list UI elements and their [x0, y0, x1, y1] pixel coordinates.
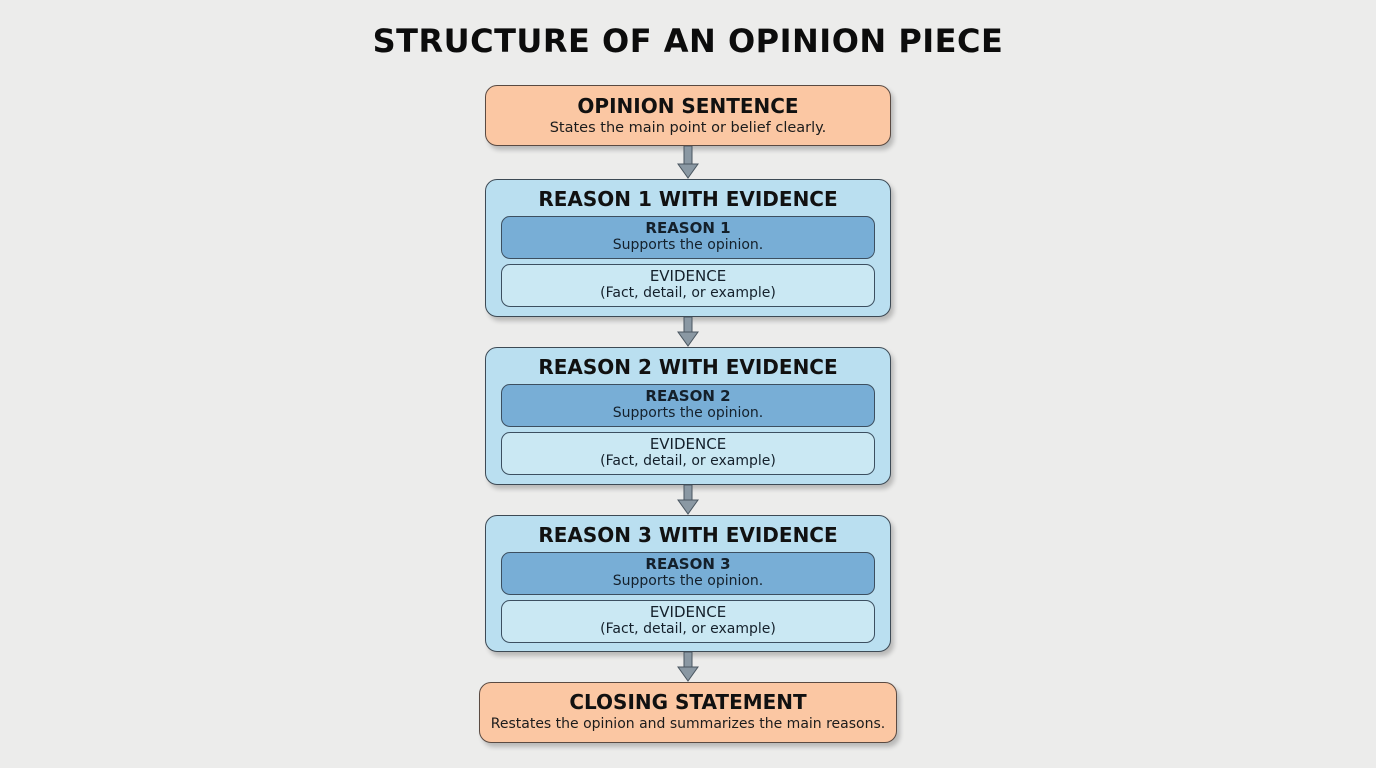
evidence-2-box: EVIDENCE (Fact, detail, or example)	[501, 432, 875, 475]
reason-3-label: REASON 3	[645, 555, 731, 573]
reason-1-group-heading: REASON 1 WITH EVIDENCE	[538, 187, 838, 211]
evidence-2-text: (Fact, detail, or example)	[600, 453, 776, 469]
opinion-description: States the main point or belief clearly.	[549, 120, 827, 136]
closing-description: Restates the opinion and summarizes the …	[490, 716, 886, 732]
reason-1-text: Supports the opinion.	[612, 237, 764, 253]
opinion-heading: OPINION SENTENCE	[577, 94, 799, 118]
reason-3-text: Supports the opinion.	[612, 573, 764, 589]
reason-3-box: REASON 3 Supports the opinion.	[501, 552, 875, 595]
evidence-1-text: (Fact, detail, or example)	[600, 285, 776, 301]
reason-1-box: REASON 1 Supports the opinion.	[501, 216, 875, 259]
down-arrow-icon	[677, 485, 699, 515]
reason-3-group-heading: REASON 3 WITH EVIDENCE	[538, 523, 838, 547]
reason-1-label: REASON 1	[645, 219, 731, 237]
diagram-title: STRUCTURE OF AN OPINION PIECE	[372, 22, 1004, 60]
reason-2-box: REASON 2 Supports the opinion.	[501, 384, 875, 427]
reason-1-group: REASON 1 WITH EVIDENCE REASON 1 Supports…	[485, 179, 891, 317]
evidence-3-text: (Fact, detail, or example)	[600, 621, 776, 637]
closing-statement-box: CLOSING STATEMENT Restates the opinion a…	[479, 682, 897, 743]
reason-2-group-heading: REASON 2 WITH EVIDENCE	[538, 355, 838, 379]
down-arrow-icon	[677, 146, 699, 179]
evidence-3-box: EVIDENCE (Fact, detail, or example)	[501, 600, 875, 643]
reason-3-group: REASON 3 WITH EVIDENCE REASON 3 Supports…	[485, 515, 891, 652]
opinion-sentence-box: OPINION SENTENCE States the main point o…	[485, 85, 891, 146]
reason-2-text: Supports the opinion.	[612, 405, 764, 421]
evidence-1-box: EVIDENCE (Fact, detail, or example)	[501, 264, 875, 307]
down-arrow-icon	[677, 652, 699, 682]
closing-heading: CLOSING STATEMENT	[569, 690, 807, 714]
evidence-1-label: EVIDENCE	[649, 267, 727, 285]
reason-2-label: REASON 2	[645, 387, 731, 405]
down-arrow-icon	[677, 317, 699, 347]
reason-2-group: REASON 2 WITH EVIDENCE REASON 2 Supports…	[485, 347, 891, 485]
evidence-2-label: EVIDENCE	[649, 435, 727, 453]
evidence-3-label: EVIDENCE	[649, 603, 727, 621]
